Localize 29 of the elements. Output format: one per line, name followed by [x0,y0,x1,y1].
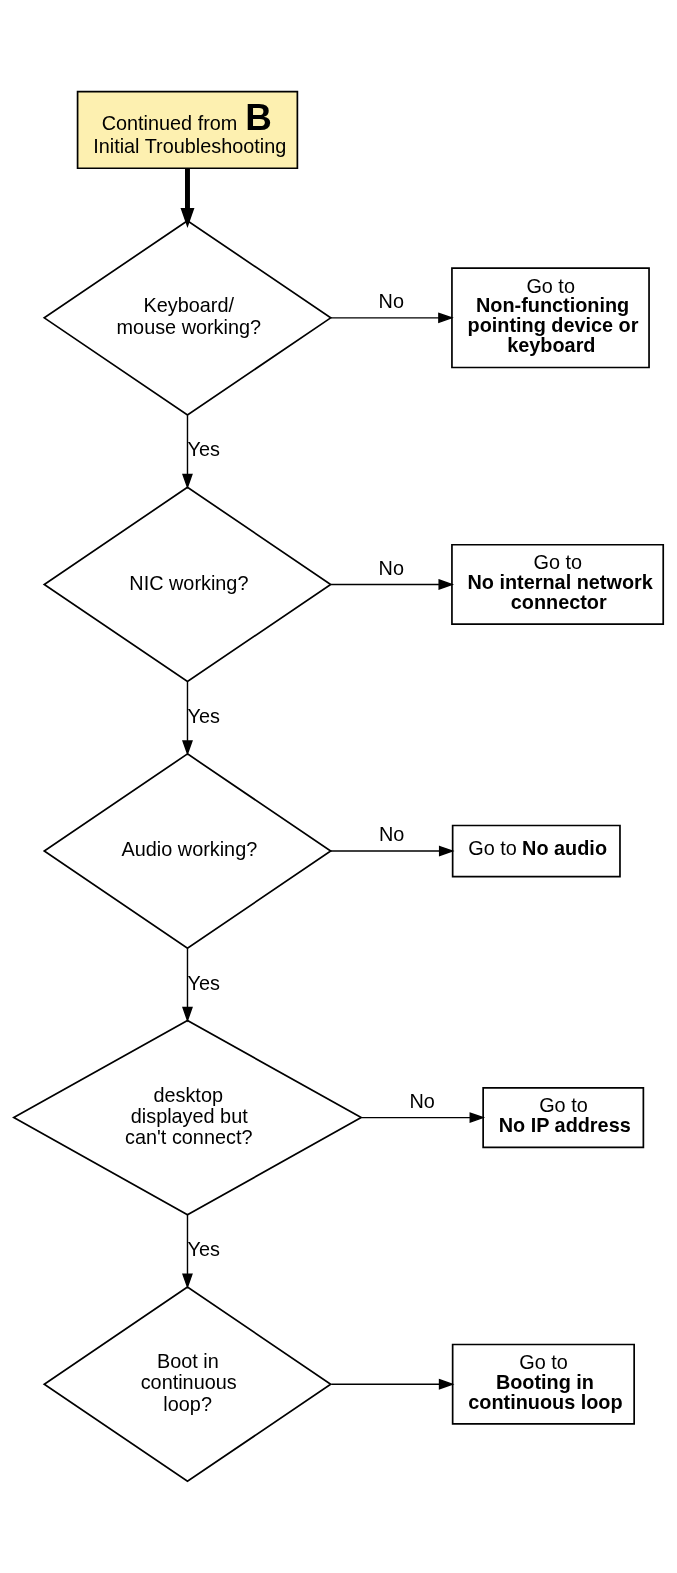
edge-label: Yes [187,438,220,461]
node-box: Go to No internal network connector [451,543,665,625]
node-box: Continued from B Initial Troubleshooting [76,90,299,170]
edge-label: Yes [187,704,220,727]
edge-label: No [409,1089,435,1112]
node-box: Go to No IP address [482,1087,645,1149]
arrow [330,1378,455,1390]
node-diamond: Audio working? [42,752,333,950]
edge-label: Yes [187,1238,220,1261]
node-box: Go to Non-functioning pointing device or keyboard [451,267,650,369]
arrow [182,681,193,756]
arrow [182,1214,193,1290]
edge-label: Yes [187,971,220,994]
arrow [182,947,193,1023]
arrow [182,414,193,490]
node-diamond: NIC working? [42,486,333,683]
arrow [360,1112,486,1124]
edge-label: No [378,290,405,313]
node-diamond: desktop displayed but can't connect? [12,1019,363,1216]
edge-label: No [378,823,405,846]
node-diamond: Keyboard/ mouse working? [42,219,333,416]
arrow [330,312,454,324]
arrow [330,845,455,857]
arrow [180,168,195,228]
node-box: Go to No audio [451,824,621,878]
node-diamond: Boot in continuous loop? [42,1286,333,1483]
arrow [330,578,455,590]
edge-label: No [378,556,405,579]
node-box: Go to Booting in continuous loop [451,1343,635,1425]
